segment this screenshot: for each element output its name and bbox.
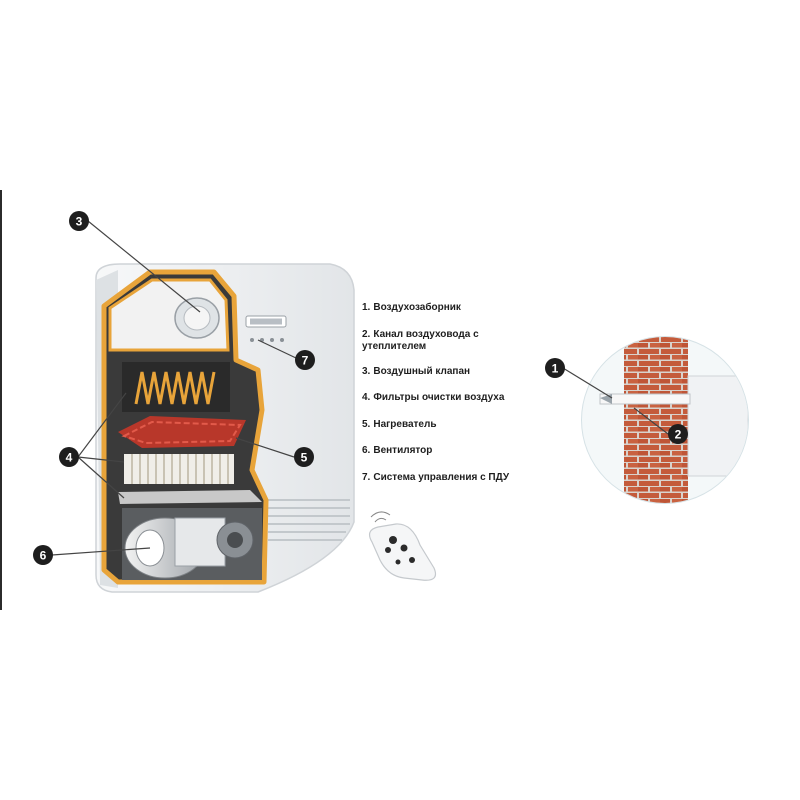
callout-3-label: 3	[76, 215, 83, 229]
legend-item-3: 3.Воздушный клапан	[362, 366, 522, 379]
callout-7-label: 7	[302, 354, 309, 368]
legend-item-4-number: 4.	[362, 392, 371, 403]
control-display	[245, 315, 287, 342]
callout-3: 3	[69, 211, 89, 231]
callout-5: 5	[294, 447, 314, 467]
legend-item-2-number: 2.	[362, 328, 371, 340]
leader-lines	[51, 220, 669, 556]
legend-item-7-number: 7.	[362, 471, 371, 483]
legend-item-5-label: Нагреватель	[373, 418, 437, 430]
legend-item-2: 2.Канал воздуховода с утеплителем	[362, 329, 522, 354]
filter-top	[122, 362, 230, 412]
filter-pleated	[124, 454, 234, 484]
filter-plate	[118, 490, 262, 504]
air-valve	[174, 297, 220, 339]
legend-item-3-number: 3.	[362, 365, 371, 377]
air-intake-pipe	[599, 393, 691, 405]
legend-item-5-number: 5.	[362, 418, 371, 430]
legend-item-4: 4.Фильтры очистки воздуха	[362, 392, 522, 405]
legend-item-4-label: Фильтры очистки воздуха	[373, 392, 505, 403]
callout-6: 6	[33, 545, 53, 565]
remote-control	[368, 511, 437, 581]
callout-2-label: 2	[675, 428, 682, 442]
legend-item-6: 6.Вентилятор	[362, 445, 522, 458]
components-legend: 1.Воздухозаборник 2.Канал воздуховода с …	[362, 302, 522, 498]
callout-6-label: 6	[40, 549, 47, 563]
callout-1-label: 1	[552, 362, 559, 376]
legend-item-1: 1.Воздухозаборник	[362, 302, 522, 315]
callout-5-label: 5	[301, 451, 308, 465]
heater-element	[118, 416, 246, 448]
legend-item-2-label: Канал воздуховода с утеплителем	[362, 328, 479, 353]
legend-item-1-number: 1.	[362, 302, 371, 313]
legend-item-7: 7.Система управления с ПДУ	[362, 472, 522, 485]
legend-item-3-label: Воздушный клапан	[373, 365, 471, 377]
legend-item-6-label: Вентилятор	[373, 445, 433, 456]
brick-wall	[624, 337, 688, 503]
callout-4-label: 4	[66, 451, 73, 465]
callout-1: 1	[545, 358, 565, 378]
legend-item-7-label: Система управления с ПДУ	[373, 471, 510, 483]
callout-2: 2	[668, 424, 688, 444]
callout-4: 4	[59, 447, 79, 467]
vent-grille	[268, 499, 350, 541]
wall-inset	[581, 336, 749, 504]
callout-7: 7	[295, 350, 315, 370]
left-edge-line	[0, 190, 2, 610]
cutaway-section	[101, 269, 269, 585]
legend-item-6-number: 6.	[362, 445, 371, 456]
legend-item-5: 5.Нагреватель	[362, 419, 522, 432]
legend-item-1-label: Воздухозаборник	[373, 302, 461, 313]
fan-blower	[122, 508, 262, 580]
